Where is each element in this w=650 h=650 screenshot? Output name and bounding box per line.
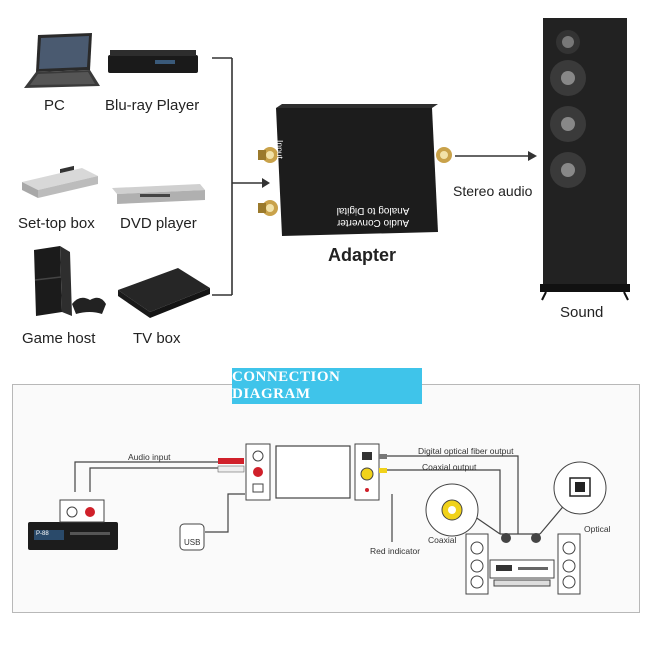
label-coaxial: Coaxial: [428, 535, 457, 545]
connector-lines: [212, 57, 262, 296]
bluray-player-icon: [108, 50, 198, 73]
adapter-face-line1: Analog to Digital: [336, 205, 410, 216]
label-tvbox: TV box: [133, 330, 181, 347]
label-game: Game host: [22, 330, 96, 347]
arrow-to-adapter-icon: [262, 178, 270, 188]
receiver-device-icon: [28, 499, 118, 550]
adapter-output-end-icon: [354, 443, 380, 501]
label-red-indicator: Red indicator: [370, 546, 421, 556]
adapter-face-line2: Audio Converter: [336, 217, 410, 228]
laptop-icon: [24, 33, 100, 88]
speaker-icon: [540, 18, 630, 301]
label-usb: USB: [184, 538, 201, 547]
label-audio-input: Audio input: [128, 452, 171, 462]
usb-plug-icon: [179, 523, 205, 551]
label-pc: PC: [44, 97, 65, 114]
adapter-face-text: Audio Converter Analog to Digital: [318, 204, 428, 228]
label-adapter: Adapter: [328, 245, 397, 265]
adapter-output-text: Output: [436, 164, 446, 190]
arrow-to-speaker-icon: [528, 151, 537, 161]
diagram-drawing: [28, 443, 607, 595]
dvd-player-icon: [112, 184, 205, 204]
label-bluray: Blu-ray Player: [105, 97, 200, 114]
label-player-display: P-88: [36, 531, 49, 537]
settop-box-icon: [22, 165, 98, 198]
game-console-icon: [34, 246, 106, 316]
tv-box-icon: [118, 268, 210, 318]
label-settop: Set-top box: [18, 215, 95, 232]
adapter-input-end-icon: [245, 443, 271, 501]
label-coaxial-output: Coaxial output: [422, 462, 477, 472]
amplifier-speakers-icon: [465, 533, 581, 595]
label-optical-output: Digital optical fiber output: [418, 446, 514, 456]
label-sound: Sound: [560, 304, 604, 321]
adapter-input-text: Input: [275, 140, 285, 159]
label-optical: Optical: [584, 524, 611, 534]
top-illustration: [22, 18, 630, 318]
label-dvd: DVD player: [120, 215, 197, 232]
adapter-device-icon: [258, 104, 452, 236]
diagram-title: CONNECTION DIAGRAM: [232, 368, 422, 404]
label-stereo-audio: Stereo audio: [453, 183, 533, 199]
